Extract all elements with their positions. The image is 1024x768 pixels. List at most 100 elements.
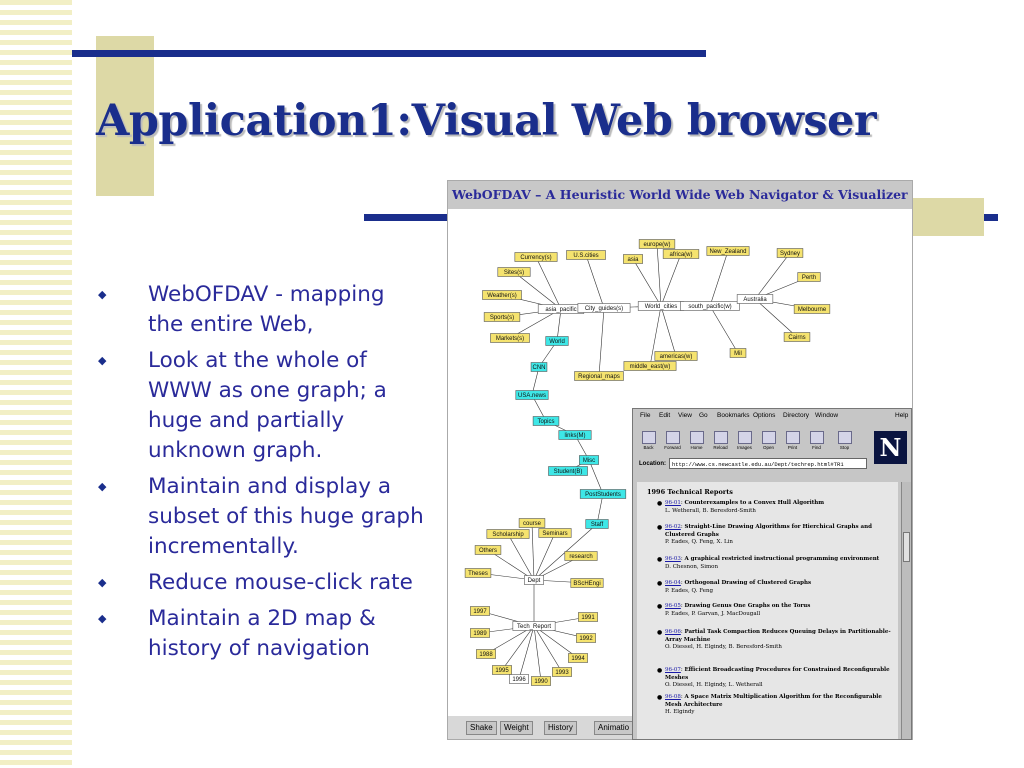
graph-node[interactable]: course bbox=[518, 518, 546, 528]
report-link[interactable]: 96-01 bbox=[665, 500, 681, 506]
report-link[interactable]: 96-02 bbox=[665, 524, 681, 530]
bullet-text: WebOFDAV - mapping the entire Web, bbox=[148, 282, 385, 337]
graph-node[interactable]: 1991 bbox=[578, 612, 598, 622]
graph-node[interactable]: World_cities bbox=[637, 301, 685, 311]
report-link[interactable]: 96-03 bbox=[665, 556, 681, 562]
graph-node-label: links(M) bbox=[565, 433, 586, 439]
graph-node-box bbox=[579, 489, 627, 499]
graph-node[interactable]: Staff bbox=[585, 519, 609, 529]
graph-node-box bbox=[530, 362, 548, 372]
web-graph[interactable]: Currency(s) Sites(s) Weather(s) Sports(s) Ma… bbox=[448, 209, 912, 716]
report-link[interactable]: 96-06 bbox=[665, 629, 681, 635]
graph-node[interactable]: World bbox=[545, 336, 569, 346]
report-link[interactable]: 96-07 bbox=[665, 667, 681, 673]
home-button[interactable]: Home bbox=[686, 429, 707, 455]
graph-node[interactable]: 1992 bbox=[576, 633, 596, 643]
graph-node[interactable]: Markets(s) bbox=[490, 333, 530, 343]
graph-node[interactable]: Regional_maps bbox=[574, 371, 624, 381]
slide-title-part2: Visual Web browser bbox=[411, 96, 877, 146]
location-field[interactable]: http://www.cs.newcastle.edu.au/Dept/tech… bbox=[669, 458, 867, 469]
graph-node[interactable]: 1988 bbox=[476, 649, 496, 659]
graph-node[interactable]: Tech_Report bbox=[512, 621, 556, 631]
graph-node[interactable]: africa(w) bbox=[662, 249, 700, 259]
graph-node[interactable]: Topics bbox=[532, 416, 560, 426]
graph-node[interactable]: Scholarship bbox=[486, 529, 530, 539]
graph-node[interactable]: 1989 bbox=[470, 628, 490, 638]
graph-node[interactable]: Student(B) bbox=[548, 466, 588, 476]
graph-node[interactable]: Perth bbox=[797, 272, 821, 282]
forward-button[interactable]: Forward bbox=[662, 429, 683, 455]
graph-node[interactable]: Sports(s) bbox=[483, 312, 521, 322]
report-authors: H. Elgindy bbox=[665, 709, 695, 715]
graph-node[interactable]: 1996 bbox=[509, 674, 529, 684]
graph-node-label: Currency(s) bbox=[520, 255, 551, 261]
graph-node[interactable]: americas(w) bbox=[654, 351, 698, 361]
graph-node[interactable]: Seminars bbox=[538, 528, 572, 538]
location-label: Location: bbox=[639, 461, 666, 467]
graph-node[interactable]: Theses bbox=[464, 568, 492, 578]
graph-node[interactable]: asia bbox=[623, 254, 643, 264]
graph-node[interactable]: asia_pacific bbox=[537, 304, 585, 314]
menu-edit[interactable]: Edit bbox=[659, 412, 671, 419]
graph-node[interactable]: Australia bbox=[736, 294, 774, 304]
graph-node[interactable]: 1993 bbox=[552, 667, 572, 677]
graph-node-label: south_pacific(w) bbox=[688, 304, 731, 310]
graph-node[interactable]: middle_east(w) bbox=[623, 361, 677, 371]
graph-node[interactable]: Currency(s) bbox=[514, 252, 558, 262]
report-item: ●96-08: A Space Matrix Multiplication Al… bbox=[657, 694, 895, 717]
graph-node[interactable]: U.S.cities bbox=[566, 250, 606, 260]
graph-edge bbox=[501, 625, 535, 671]
graph-node[interactable]: 1994 bbox=[568, 653, 588, 663]
graph-node[interactable]: Cairns bbox=[783, 332, 811, 342]
graph-node[interactable]: europe(w) bbox=[638, 239, 676, 249]
menu-view[interactable]: View bbox=[678, 412, 692, 419]
menu-directory[interactable]: Directory bbox=[783, 412, 810, 419]
report-link[interactable]: 96-04 bbox=[665, 580, 681, 586]
graph-node[interactable]: City_guides(s) bbox=[577, 303, 631, 313]
graph-node-label: Seminars bbox=[542, 531, 567, 537]
graph-node[interactable]: Dept bbox=[524, 575, 544, 585]
reload-button[interactable]: Reload bbox=[710, 429, 731, 455]
report-bullet-icon: ● bbox=[657, 556, 663, 563]
graph-node[interactable]: research bbox=[564, 551, 598, 561]
graph-node[interactable]: Sydney bbox=[776, 248, 804, 258]
find-button[interactable]: Find bbox=[806, 429, 827, 455]
graph-node[interactable]: Mil bbox=[729, 348, 747, 358]
menu-help[interactable]: Help bbox=[895, 412, 909, 419]
graph-node[interactable]: Weather(s) bbox=[482, 290, 522, 300]
history-checkbox[interactable]: History bbox=[544, 721, 577, 735]
shake-button[interactable]: Shake bbox=[466, 721, 497, 735]
graph-node[interactable]: USA.news bbox=[515, 390, 549, 400]
graph-node[interactable]: 1995 bbox=[492, 665, 512, 675]
graph-node[interactable]: 1997 bbox=[470, 606, 490, 616]
graph-node[interactable]: south_pacific(w) bbox=[680, 301, 740, 311]
images-button[interactable]: Images bbox=[734, 429, 755, 455]
stop-button[interactable]: Stop bbox=[834, 429, 855, 455]
open-button[interactable]: Open bbox=[758, 429, 779, 455]
menu-bookmarks[interactable]: Bookmarks bbox=[717, 412, 750, 419]
vertical-scrollbar[interactable] bbox=[901, 482, 911, 739]
slide-title: Application1:Visual Web browser bbox=[96, 96, 877, 146]
graph-node[interactable]: Misc bbox=[579, 455, 599, 465]
graph-node-label: americas(w) bbox=[660, 354, 693, 360]
menu-file[interactable]: File bbox=[640, 412, 651, 419]
animation-checkbox[interactable]: Animatio bbox=[594, 721, 634, 735]
graph-node[interactable]: 1990 bbox=[531, 676, 551, 686]
scroll-thumb[interactable] bbox=[903, 532, 910, 562]
graph-node[interactable]: Others bbox=[474, 545, 502, 555]
weight-checkbox[interactable]: Weight bbox=[500, 721, 533, 735]
report-link[interactable]: 96-08 bbox=[665, 694, 681, 700]
graph-node[interactable]: links(M) bbox=[558, 430, 592, 440]
graph-node[interactable]: New_Zealand bbox=[706, 246, 750, 256]
graph-node[interactable]: PostStudents bbox=[579, 489, 627, 499]
graph-node[interactable]: Melbourne bbox=[793, 304, 831, 314]
graph-node[interactable]: CNN bbox=[530, 362, 548, 372]
menu-options[interactable]: Options bbox=[753, 412, 776, 419]
back-button[interactable]: Back bbox=[638, 429, 659, 455]
graph-node[interactable]: Sites(s) bbox=[497, 267, 531, 277]
menu-go[interactable]: Go bbox=[699, 412, 708, 419]
print-button[interactable]: Print bbox=[782, 429, 803, 455]
graph-node[interactable]: BScHEngi bbox=[570, 578, 604, 588]
menu-window[interactable]: Window bbox=[815, 412, 839, 419]
report-link[interactable]: 96-05 bbox=[665, 603, 681, 609]
